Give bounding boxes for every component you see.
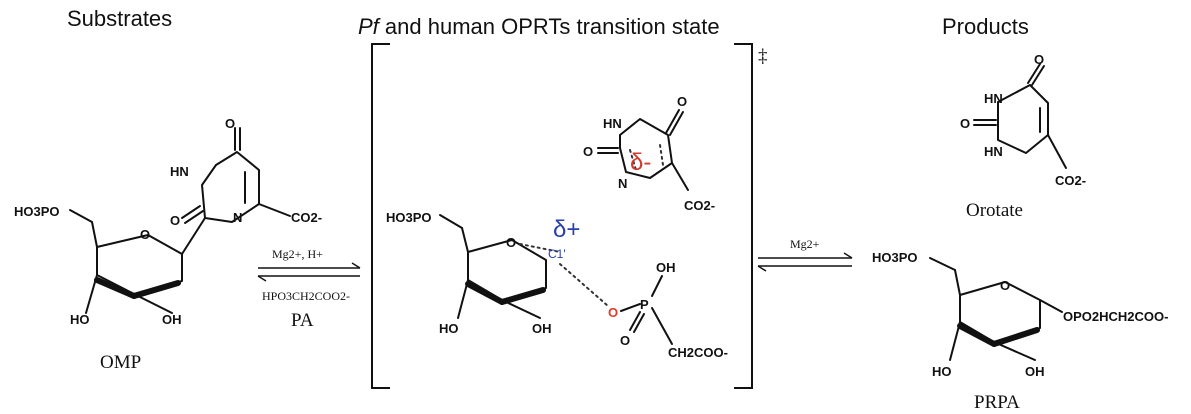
- ts-ch2coo-label: CH2COO-: [668, 345, 728, 360]
- prpa-ring-bold-bond: [957, 323, 997, 347]
- ts-p-o-label: O: [620, 333, 630, 348]
- ts-right-bracket: [734, 43, 753, 389]
- ts-delta-minus: δ-: [630, 149, 651, 176]
- omp-co2-label: CO2-: [291, 210, 322, 225]
- omp-o-left-label: O: [170, 213, 180, 228]
- prpa-ring-o-label: O: [1000, 278, 1010, 293]
- orotate-molecule: HN O O HN CO2- Orotate: [960, 52, 1086, 221]
- omp-c5-o-bond: [69, 209, 93, 223]
- right-equilibrium-arrow: Mg2+: [757, 237, 853, 272]
- ts-co-top: [665, 109, 680, 134]
- omp-oh-left-label: HO: [70, 312, 90, 327]
- ts-ring-bold-bond: [465, 281, 505, 305]
- ts-p-label: P: [640, 297, 649, 312]
- ts-co2-label: CO2-: [684, 198, 715, 213]
- products-heading: Products: [942, 14, 1029, 39]
- ts-c5-bond: [461, 227, 469, 253]
- right-arrow-conditions: Mg2+: [790, 237, 820, 251]
- ts-o-p-bond: [620, 303, 641, 312]
- ts-delta-plus: δ+: [553, 216, 580, 243]
- omp-co-left: [181, 205, 201, 219]
- ts-n-label: N: [618, 176, 627, 191]
- orotate-caption: Orotate: [966, 200, 1023, 221]
- ts-p-oh-label: OH: [656, 260, 676, 275]
- ts-oh-left-bond: [457, 279, 469, 319]
- ts-nucleophile-partial-bond: [559, 263, 609, 307]
- ts-ring-bold-bond-2: [499, 287, 546, 305]
- omp-n-label: N: [233, 210, 242, 225]
- omp-oh-right-bond: [133, 293, 173, 314]
- left-equilibrium-arrow: Mg2+, H+ HPO3CH2COO2- PA: [257, 247, 361, 331]
- prpa-c5-bond: [954, 269, 961, 296]
- prpa-side-chain-label: OPO2HCH2COO-: [1063, 309, 1168, 324]
- omp-ring-o-label: O: [140, 227, 150, 242]
- substrates-heading: Substrates: [67, 6, 172, 31]
- left-arrow-reagent: HPO3CH2COO2-: [262, 289, 350, 303]
- orotate-co-top: [1027, 63, 1041, 84]
- ts-p-o-bond: [629, 311, 641, 331]
- ts-pyrimidine-ring: [619, 118, 673, 179]
- omp-pyrimidine-ring: [201, 151, 260, 223]
- omp-c5-bond: [91, 221, 98, 248]
- omp-hn-label: HN: [170, 164, 189, 179]
- left-arrow-conditions: Mg2+, H+: [272, 247, 323, 261]
- omp-glycosidic-bond: [181, 217, 206, 255]
- ts-p-ch2-bond: [651, 307, 673, 345]
- omp-ring-bold-bond: [94, 277, 137, 299]
- ts-heading-rest: and human OPRTs transition state: [379, 14, 720, 39]
- prpa-c5-o-bond: [929, 257, 956, 271]
- ts-nucleophile-o: O: [608, 305, 618, 320]
- prpa-oh-right-bond: [993, 341, 1036, 361]
- ts-p-o-bond-2: [633, 313, 645, 333]
- omp-molecule: HO3PO HN O O N O CO2- HO OH OMP: [14, 116, 322, 373]
- ts-phosphate-label: HO3PO: [386, 210, 432, 225]
- orotate-o-left-label: O: [960, 116, 970, 131]
- orotate-hn-bottom-label: HN: [984, 144, 1003, 159]
- prpa-phosphate-label: HO3PO: [872, 250, 918, 265]
- ts-oh-right-bond: [501, 299, 541, 319]
- transition-state: ‡ HN O O N δ- CO2- HO3PO O δ+ C1' HO OH: [371, 43, 768, 389]
- ts-ring-partial-bond: [519, 243, 561, 253]
- omp-ring-bold-bond-2: [131, 280, 181, 299]
- orotate-co2-label: CO2-: [1055, 173, 1086, 188]
- ts-oh-left-label: HO: [439, 321, 459, 336]
- prpa-side-chain-bond: [1039, 299, 1063, 313]
- ts-ring-delocalized-2: [659, 144, 664, 166]
- ts-double-dagger: ‡: [758, 46, 768, 67]
- prpa-oh-right-label: OH: [1025, 364, 1045, 379]
- ts-ring-delocalized-1: [629, 149, 637, 171]
- prpa-caption: PRPA: [974, 392, 1020, 413]
- omp-caption: OMP: [100, 352, 141, 373]
- ts-oh-right-label: OH: [532, 321, 552, 336]
- omp-o-top-label: O: [225, 116, 235, 131]
- ts-carboxylate-bond: [671, 162, 689, 191]
- orotate-carboxylate-bond: [1047, 134, 1067, 169]
- prpa-molecule: HO3PO O OPO2HCH2COO- HO OH PRPA: [872, 250, 1168, 413]
- ts-hn-label: HN: [603, 116, 622, 131]
- orotate-hn-top-label: HN: [984, 91, 1003, 106]
- omp-carboxylate-bond: [258, 203, 291, 217]
- omp-phosphate-label: HO3PO: [14, 204, 60, 219]
- orotate-o-top-label: O: [1034, 52, 1044, 67]
- ts-o-top-label: O: [677, 94, 687, 109]
- ts-co-top-2: [669, 111, 684, 136]
- transition-state-heading: Pf and human OPRTs transition state: [358, 14, 720, 39]
- ts-o-left-label: O: [583, 144, 593, 159]
- prpa-oh-left-label: HO: [932, 364, 952, 379]
- prpa-ring-bold-bond-2: [991, 327, 1040, 347]
- omp-co-left-2: [184, 210, 204, 224]
- prpa-oh-left-bond: [949, 321, 961, 361]
- ts-left-bracket: [371, 43, 390, 389]
- omp-oh-left-bond: [85, 274, 98, 314]
- ts-c5-o-bond: [439, 214, 463, 229]
- ts-c1-label: C1': [548, 247, 566, 261]
- ts-p-oh-bond: [651, 275, 663, 297]
- ts-heading-species: Pf: [358, 14, 382, 39]
- orotate-co-top-2: [1031, 65, 1045, 86]
- pa-caption: PA: [291, 310, 314, 331]
- ts-ring-o-label: O: [506, 235, 516, 250]
- omp-oh-right-label: OH: [162, 312, 182, 327]
